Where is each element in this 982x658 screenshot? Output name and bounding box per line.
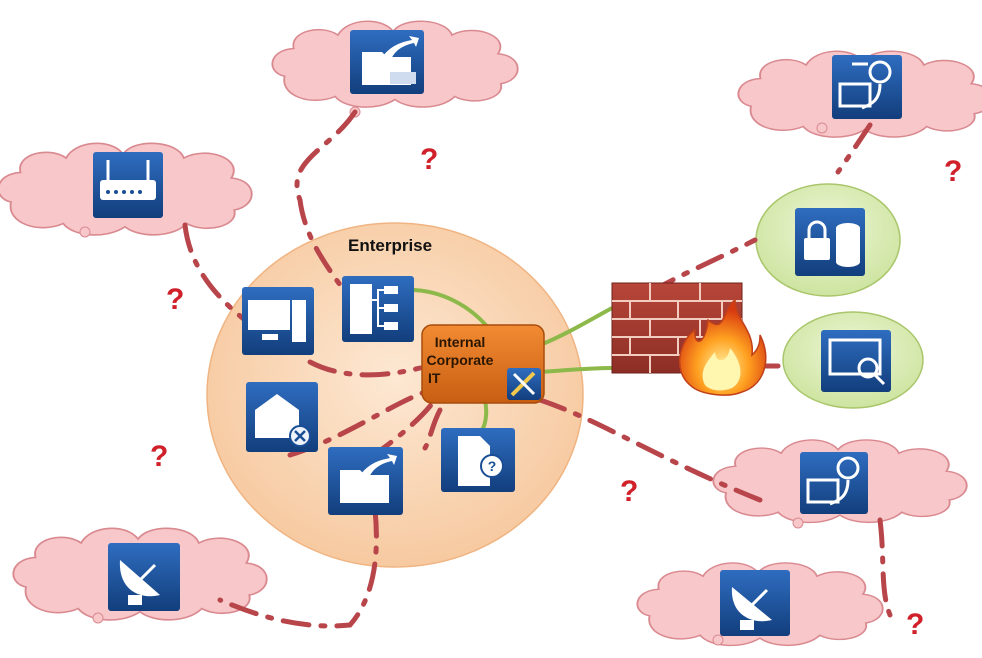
green-connectors: [409, 288, 613, 434]
cloud-bottom-left: [12, 527, 268, 624]
svg-text:?: ?: [488, 458, 497, 474]
router-icon: [93, 152, 163, 218]
remote-desktop-icon: [800, 452, 868, 514]
cloud-right: [712, 439, 968, 529]
cloud-top-right: [737, 50, 982, 139]
it-hub-label: Internal Corporate IT: [414, 333, 506, 387]
tools-icon: [507, 368, 541, 400]
email-error-icon: [246, 382, 318, 452]
remote-desktop-icon: [832, 55, 902, 119]
it-hub-label-line2: Corporate: [426, 352, 494, 368]
question-mark: ?: [620, 475, 639, 508]
lock-database-icon: [795, 208, 865, 276]
monitor-inspect-icon: [821, 330, 891, 392]
it-hub-label-line3: IT: [428, 370, 441, 386]
cloud-left: [0, 142, 253, 238]
document-question-icon: ?: [441, 428, 515, 492]
firewall-icon: [611, 282, 767, 396]
enterprise-label: Enterprise: [348, 236, 433, 255]
server-network-icon: [342, 276, 414, 342]
question-mark: ?: [150, 440, 169, 473]
it-hub-label-line1: Internal: [434, 334, 486, 350]
question-mark: ?: [420, 143, 439, 176]
question-mark: ?: [166, 283, 185, 316]
desktop-computer-icon: [242, 287, 314, 355]
folder-share-icon: [328, 447, 403, 515]
folder-share-icon: [350, 30, 424, 94]
cloud-bottom-right: [636, 562, 884, 647]
question-mark: ?: [906, 608, 925, 641]
question-mark: ?: [944, 155, 963, 188]
satellite-dish-icon: [720, 570, 790, 636]
satellite-dish-icon: [108, 543, 180, 611]
